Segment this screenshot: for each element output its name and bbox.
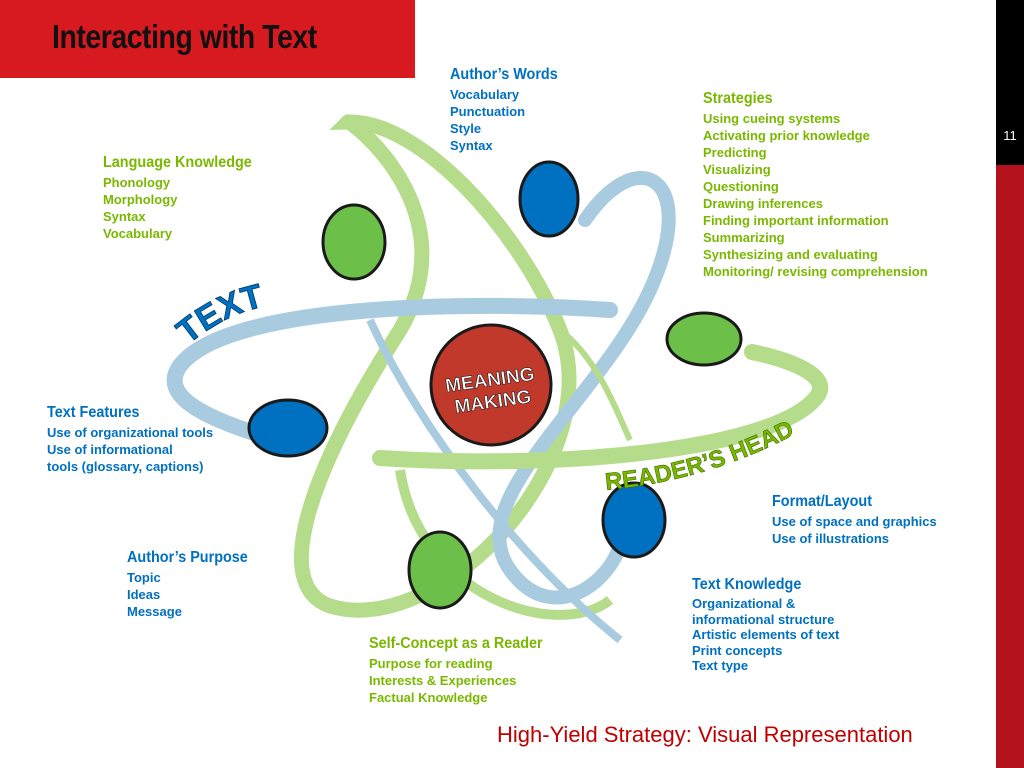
- list-item: Visualizing: [703, 162, 771, 177]
- block-heading: Strategies: [703, 90, 773, 107]
- list-item: Activating prior knowledge: [703, 128, 870, 143]
- footer-caption: High-Yield Strategy: Visual Representati…: [497, 722, 913, 747]
- block-heading: Text Features: [47, 404, 140, 421]
- side-bar-red: [996, 165, 1024, 768]
- list-item: Phonology: [103, 175, 171, 190]
- green-orbit-inner: [558, 327, 633, 442]
- page-title: Interacting with Text: [52, 18, 317, 55]
- list-item: Topic: [127, 570, 161, 585]
- electron-green-bottom: [407, 530, 473, 610]
- electron-blue-bottom-right: [601, 481, 667, 559]
- title-bar: [0, 0, 415, 78]
- list-item: Style: [450, 121, 482, 136]
- list-item: Use of space and graphics: [772, 514, 937, 529]
- block-heading: Author’s Purpose: [127, 549, 248, 566]
- list-item: Predicting: [703, 145, 767, 160]
- list-item: Print concepts: [692, 642, 783, 658]
- list-item: informational structure: [692, 611, 835, 627]
- block-heading: Self-Concept as a Reader: [369, 635, 543, 652]
- electron-green-right: [665, 311, 743, 367]
- list-item: Factual Knowledge: [369, 690, 488, 705]
- electron-blue-top: [518, 160, 580, 238]
- block-strategies: Strategies Using cueing systems Activati…: [703, 90, 928, 280]
- horizontal-orbit-right: [372, 344, 829, 470]
- list-item: Syntax: [450, 138, 493, 153]
- list-item: Use of organizational tools: [47, 425, 214, 440]
- list-item: Vocabulary: [450, 87, 520, 102]
- electron-blue-left: [247, 398, 329, 458]
- list-item: Use of illustrations: [772, 531, 890, 546]
- list-item: Vocabulary: [103, 226, 173, 241]
- green-orbit: [294, 114, 577, 618]
- list-item: Purpose for reading: [369, 656, 493, 671]
- list-item: Text type: [692, 658, 749, 673]
- list-item: Message: [127, 604, 182, 619]
- block-self-concept: Self-Concept as a Reader Purpose for rea…: [369, 635, 562, 706]
- block-text-knowledge: Text Knowledge Organizational & informat…: [692, 576, 839, 674]
- list-item: Use of informational: [47, 442, 173, 457]
- block-heading: Text Knowledge: [692, 576, 802, 593]
- list-item: Syntax: [103, 209, 146, 224]
- list-item: Monitoring/ revising comprehension: [703, 264, 928, 279]
- list-item: Morphology: [103, 192, 178, 207]
- block-heading: Language Knowledge: [103, 154, 252, 171]
- electron-green-left: [321, 203, 387, 281]
- list-item: Synthesizing and evaluating: [703, 247, 878, 262]
- blue-orbit: [492, 171, 676, 605]
- center-circle: [429, 323, 553, 447]
- slide-number: 11: [1003, 128, 1017, 143]
- list-item: Drawing inferences: [703, 196, 823, 211]
- list-item: Punctuation: [450, 104, 526, 119]
- list-item: Using cueing systems: [703, 111, 841, 126]
- list-item: Organizational &: [692, 596, 796, 611]
- list-item: Questioning: [703, 179, 779, 194]
- block-authors-purpose: Author’s Purpose Topic Ideas Message: [127, 549, 261, 620]
- block-heading: Format/Layout: [772, 493, 873, 510]
- horizontal-orbit-left: [166, 297, 618, 446]
- block-format-layout: Format/Layout Use of space and graphics …: [772, 493, 937, 547]
- block-text-features: Text Features Use of organizational tool…: [47, 404, 213, 475]
- list-item: Ideas: [127, 587, 161, 602]
- blue-orbit-inner: [366, 318, 623, 644]
- block-heading: Author’s Words: [450, 66, 558, 83]
- list-item: Summarizing: [703, 230, 785, 245]
- block-language-knowledge: Language Knowledge Phonology Morphology …: [103, 154, 268, 242]
- list-item: Finding important information: [703, 213, 889, 228]
- list-item: Artistic elements of text: [692, 627, 840, 642]
- list-item: tools (glossary, captions): [47, 459, 204, 474]
- list-item: Interests & Experiences: [369, 673, 517, 688]
- side-bar-black: [996, 0, 1024, 165]
- block-authors-words: Author’s Words Vocabulary Punctuation St…: [450, 66, 570, 154]
